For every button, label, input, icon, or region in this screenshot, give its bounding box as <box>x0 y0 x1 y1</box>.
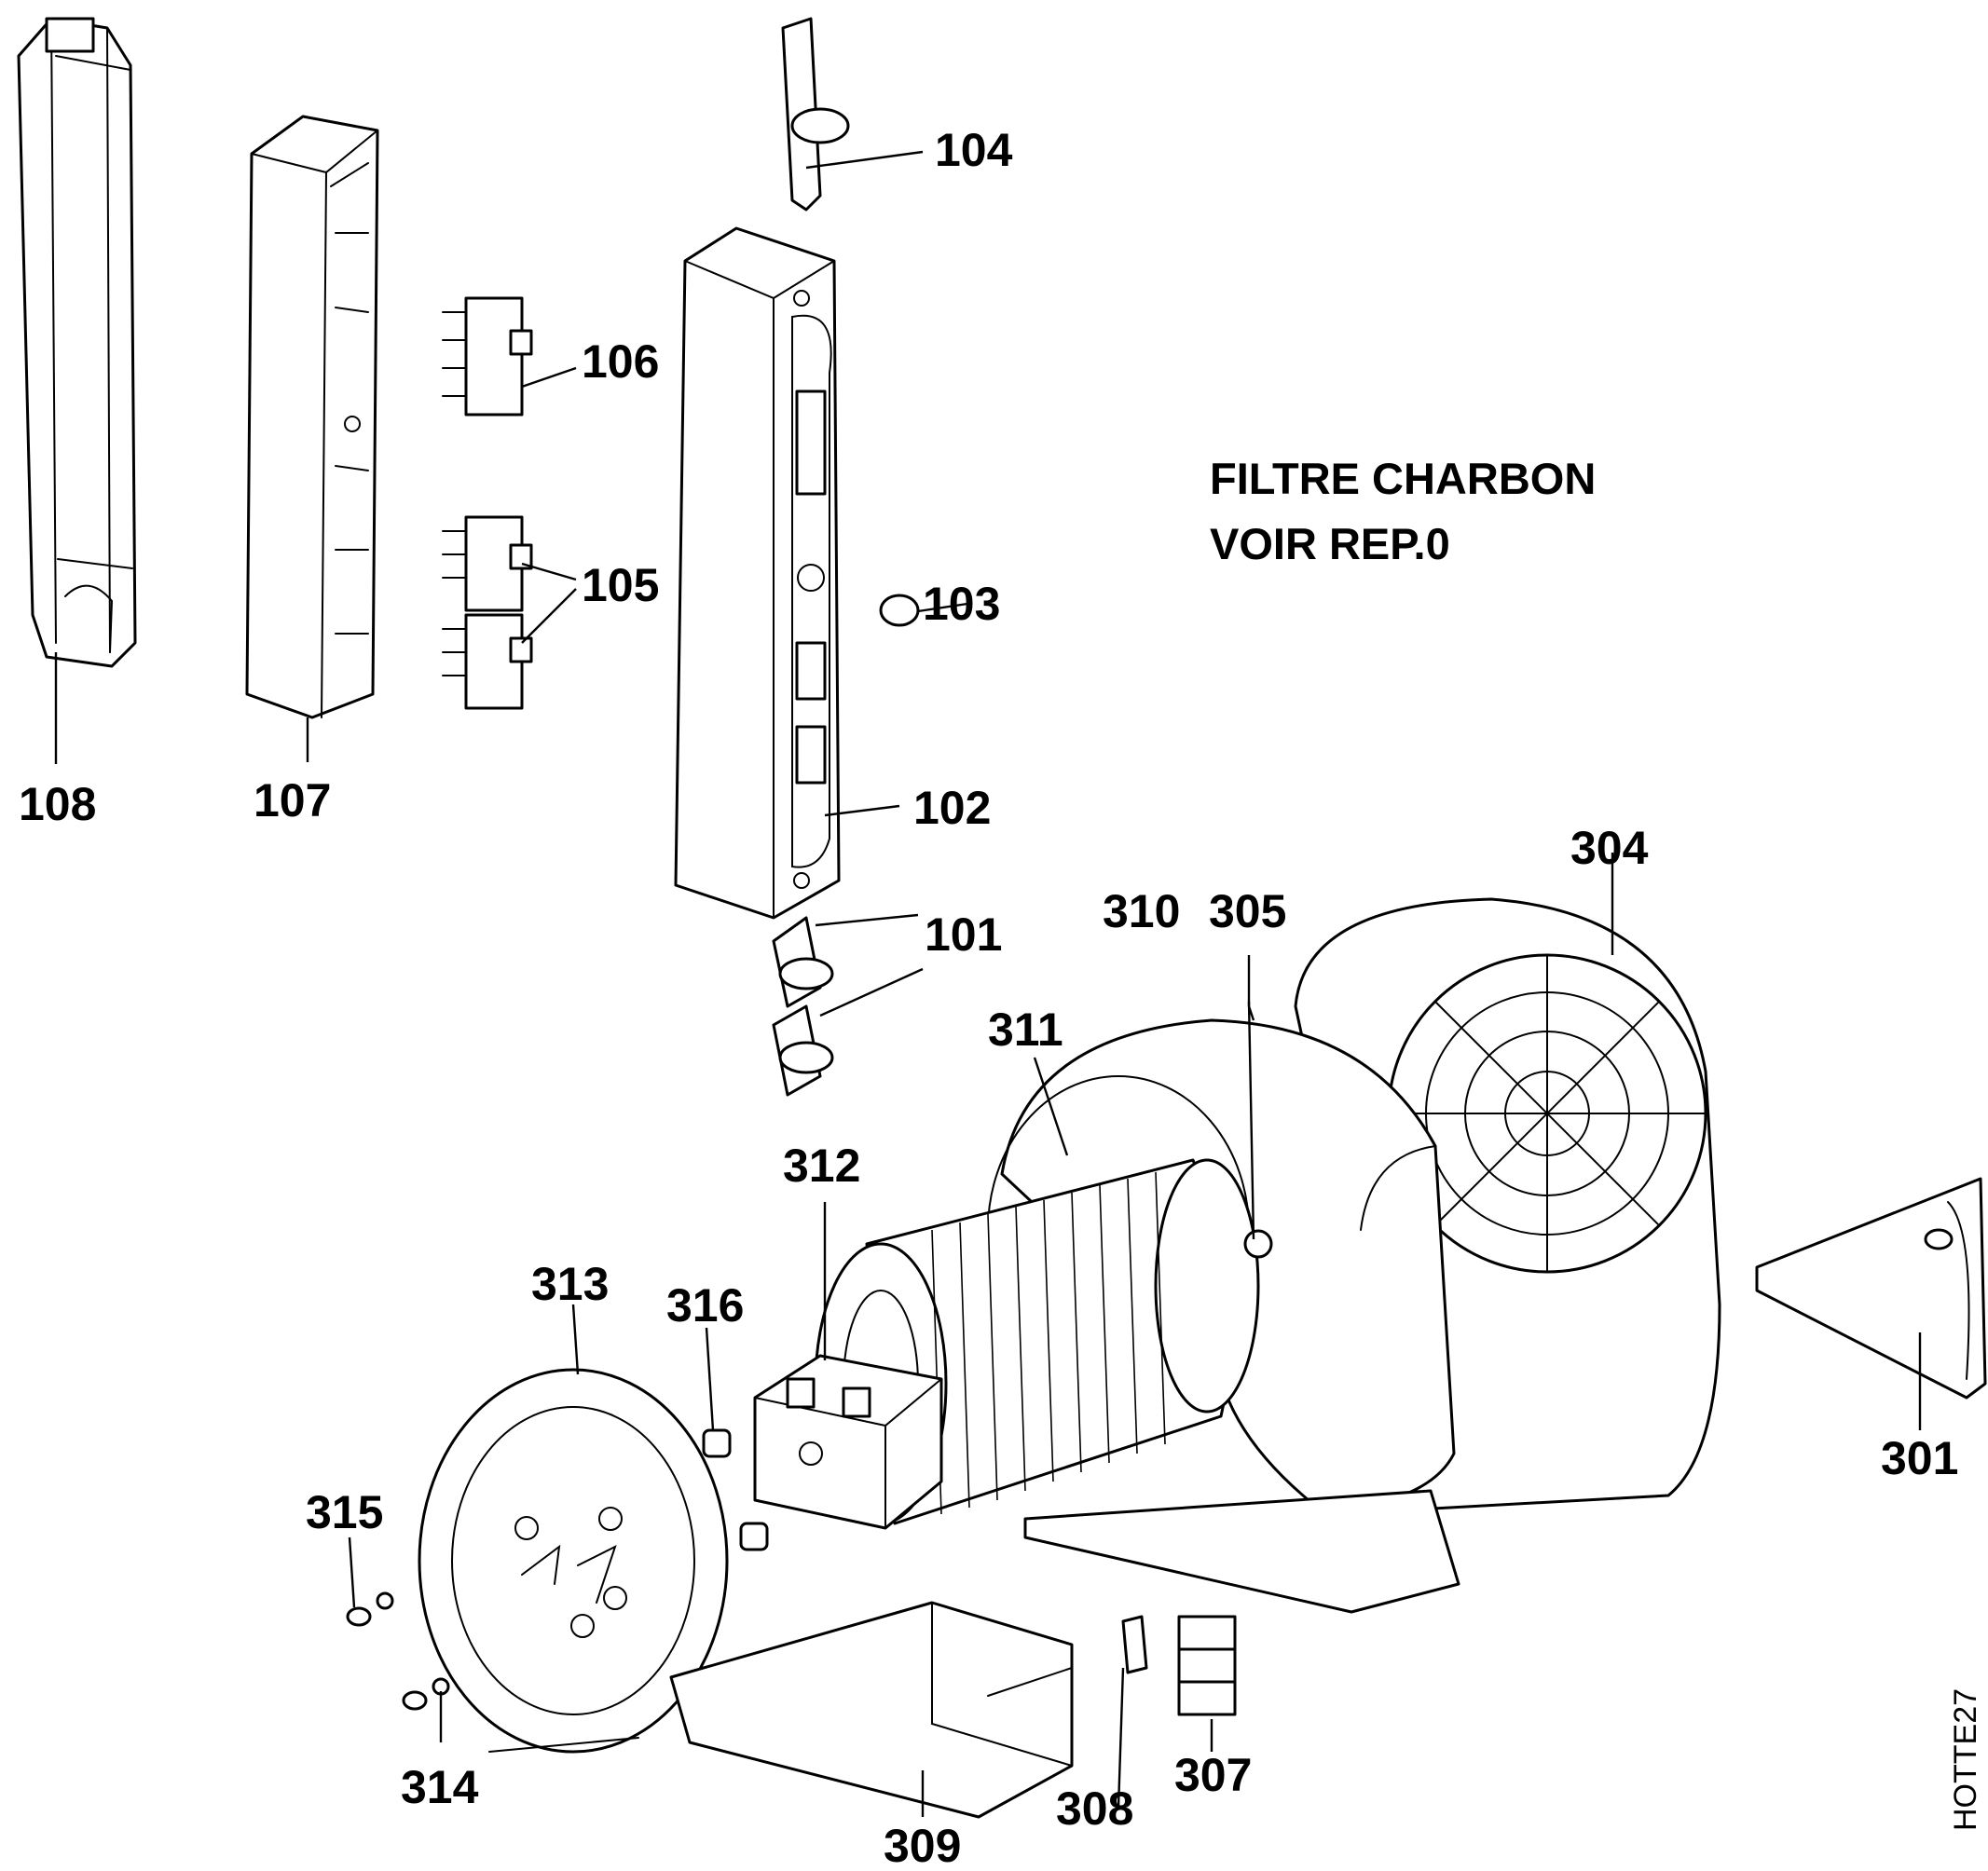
note-line-1: FILTRE CHARBON <box>1210 454 1596 503</box>
label-315: 315 <box>306 1486 383 1538</box>
part-310-nut <box>1243 1229 1273 1259</box>
leader-lines <box>54 150 1922 1817</box>
part-307-terminal-block <box>1177 1615 1237 1716</box>
note-line-2: VOIR REP.0 <box>1210 519 1450 568</box>
part-103-plug <box>879 594 920 627</box>
label-304: 304 <box>1570 822 1649 874</box>
part-105-switches <box>442 515 533 710</box>
label-312: 312 <box>783 1140 860 1192</box>
label-310: 310 <box>1103 885 1180 937</box>
label-308: 308 <box>1056 1782 1133 1835</box>
part-301-end-bracket <box>1755 1177 1987 1400</box>
part-101-clips <box>772 916 834 1097</box>
part-313-motor-plate <box>418 1368 729 1754</box>
drawing-code: HOTTE27 <box>1948 1688 1983 1831</box>
part-315-screw <box>346 1591 394 1627</box>
charcoal-filter-note: FILTRE CHARBON VOIR REP.0 <box>1210 454 1596 568</box>
part-312-motor-block <box>753 1354 943 1530</box>
label-301: 301 <box>1881 1432 1958 1484</box>
label-307: 307 <box>1174 1749 1252 1801</box>
part-316-clips <box>702 1428 769 1551</box>
label-108: 108 <box>19 778 96 830</box>
part-108-rail <box>17 17 137 668</box>
label-106: 106 <box>582 335 659 388</box>
label-103: 103 <box>923 578 1000 630</box>
label-101: 101 <box>925 908 1002 961</box>
label-316: 316 <box>666 1279 744 1332</box>
part-106-switch <box>442 296 533 417</box>
part-104-clip <box>781 17 850 212</box>
part-labels: 104 106 105 103 108 107 102 101 310 305 … <box>19 124 1958 1871</box>
label-102: 102 <box>913 782 991 834</box>
label-314: 314 <box>401 1761 479 1813</box>
label-313: 313 <box>531 1258 609 1310</box>
part-308-shim <box>1121 1615 1148 1674</box>
label-305: 305 <box>1209 885 1286 937</box>
label-311: 311 <box>988 1004 1063 1056</box>
part-107-cover <box>245 115 379 719</box>
label-107: 107 <box>254 774 331 826</box>
part-314-screw <box>402 1677 450 1711</box>
label-104: 104 <box>935 124 1013 176</box>
part-102-housing <box>674 226 841 920</box>
label-309: 309 <box>884 1820 961 1871</box>
label-105: 105 <box>582 559 659 611</box>
part-309-bracket <box>669 1489 1460 1819</box>
